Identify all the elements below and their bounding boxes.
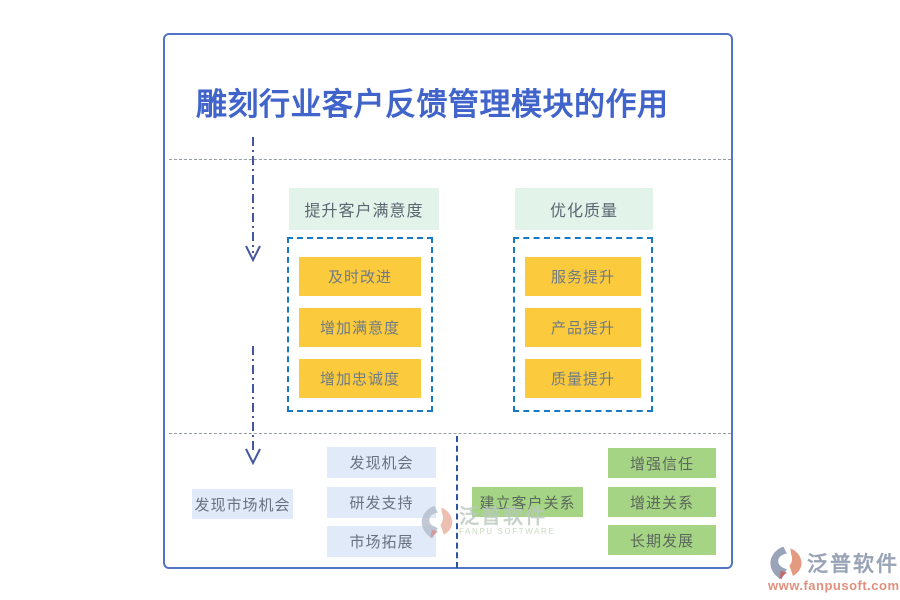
column-header-quality: 优化质量 xyxy=(515,188,653,230)
diagram-border xyxy=(163,33,733,569)
footer-url[interactable]: www.fanpusoft.com xyxy=(768,578,900,593)
fanpu-logo-icon xyxy=(770,546,802,580)
center-watermark: 泛普软件 FANPU SOFTWARE xyxy=(420,503,555,541)
watermark-subtitle: FANPU SOFTWARE xyxy=(459,527,556,537)
fanpu-logo-icon xyxy=(421,505,453,539)
list-item: 发现机会 xyxy=(327,447,436,478)
label-customer-relationship: 建立客户关系 xyxy=(472,487,583,517)
list-item: 产品提升 xyxy=(525,308,641,347)
column-header-satisfaction: 提升客户满意度 xyxy=(289,188,439,230)
list-item: 市场拓展 xyxy=(327,526,436,557)
dashed-separator-top xyxy=(169,159,731,160)
dashed-separator-bottom xyxy=(169,433,731,434)
footer-logo-row: 泛普软件 xyxy=(768,544,900,582)
list-item: 增进关系 xyxy=(608,487,716,517)
label-market-opportunity: 发现市场机会 xyxy=(192,489,293,519)
list-item: 增加忠诚度 xyxy=(299,359,421,398)
list-item: 服务提升 xyxy=(525,257,641,296)
list-item: 及时改进 xyxy=(299,257,421,296)
watermark-text: 泛普软件 FANPU SOFTWARE xyxy=(459,507,555,536)
dashed-vertical-divider xyxy=(456,436,458,568)
down-arrow-icon xyxy=(245,346,261,466)
list-item: 增加满意度 xyxy=(299,308,421,347)
footer-logo: 泛普软件 www.fanpusoft.com xyxy=(768,544,900,593)
group-box-satisfaction: 及时改进 增加满意度 增加忠诚度 xyxy=(287,237,433,412)
watermark-brand: 泛普软件 xyxy=(459,506,547,529)
page-title: 雕刻行业客户反馈管理模块的作用 xyxy=(196,87,669,122)
list-item: 质量提升 xyxy=(525,359,641,398)
list-item: 研发支持 xyxy=(327,487,436,518)
group-box-quality: 服务提升 产品提升 质量提升 xyxy=(513,237,653,412)
list-item: 长期发展 xyxy=(608,525,716,555)
footer-brand: 泛普软件 xyxy=(807,553,899,576)
down-arrow-icon xyxy=(245,137,261,263)
list-item: 增强信任 xyxy=(608,448,716,478)
